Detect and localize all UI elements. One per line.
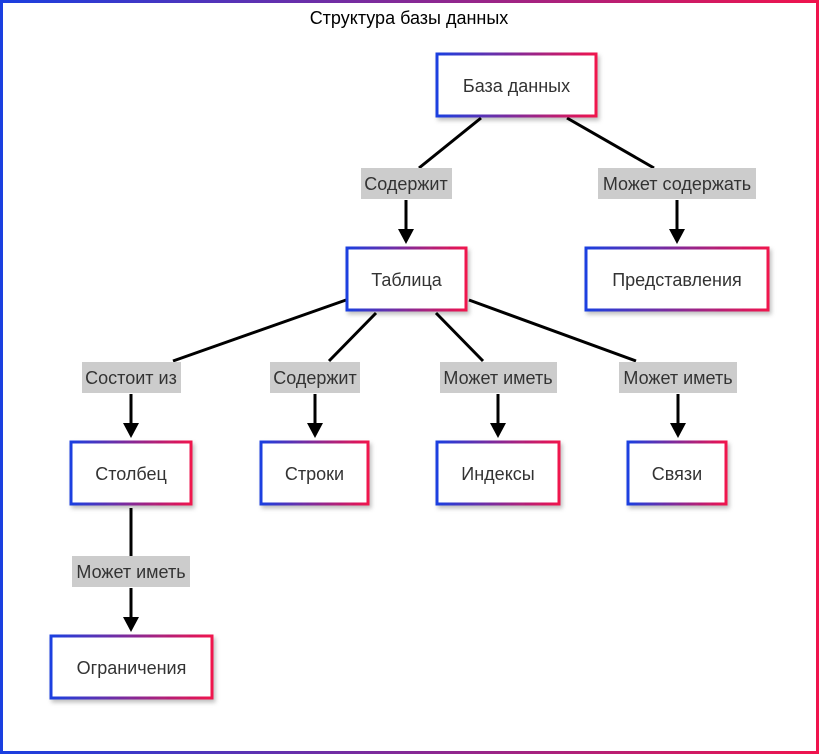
node-table[interactable]: Таблица <box>345 246 468 312</box>
edge-label-bg <box>270 362 360 393</box>
arrowhead-column <box>123 423 139 438</box>
node-box <box>435 440 561 506</box>
node-label: Таблица <box>371 270 443 290</box>
arrowhead-constraints <box>123 617 139 632</box>
node-label: Строки <box>285 464 344 484</box>
edge-label-text: Содержит <box>273 368 356 388</box>
edge-label-text: Может иметь <box>443 368 552 388</box>
edge-lines <box>129 116 680 618</box>
arrowhead-relations <box>670 423 686 438</box>
edge-line-table-relations <box>468 298 637 363</box>
node-box <box>584 246 770 312</box>
node-indexes[interactable]: Индексы <box>435 440 561 506</box>
node-label: Столбец <box>95 464 167 484</box>
edge-label-text: Может иметь <box>623 368 732 388</box>
node-label: Ограничения <box>77 658 187 678</box>
arrowhead-views <box>669 229 685 244</box>
node-box <box>259 440 370 506</box>
edge-line-table-indexes <box>434 311 485 363</box>
edge-label-column-constraints: Может иметь <box>72 556 190 587</box>
node-relations[interactable]: Связи <box>626 440 728 506</box>
edge-label-bg <box>72 556 190 587</box>
edge-label-bg <box>619 362 737 393</box>
node-label: База данных <box>463 76 570 96</box>
edge-label-text: Содержит <box>364 174 447 194</box>
node-box <box>626 440 728 506</box>
edge-label-text: Может содержать <box>603 174 751 194</box>
arrowheads <box>123 229 686 632</box>
edge-label-text: Состоит из <box>85 368 177 388</box>
node-label: Индексы <box>461 464 534 484</box>
edge-label-text: Может иметь <box>76 562 185 582</box>
edge-label-bg <box>361 168 452 199</box>
edge-label-table-column: Состоит из <box>82 362 181 393</box>
edge-label-table-indexes: Может иметь <box>440 362 557 393</box>
node-label: Связи <box>652 464 702 484</box>
arrowhead-indexes <box>490 423 506 438</box>
node-box <box>49 634 214 700</box>
edge-label-table-rows: Содержит <box>270 362 360 393</box>
edge-line-table-rows <box>327 311 378 363</box>
edge-label-table-relations: Может иметь <box>619 362 737 393</box>
node-box <box>435 52 598 118</box>
edge-label-db-views: Может содержать <box>598 168 756 199</box>
edge-label-bg <box>82 362 181 393</box>
edge-label-db-table: Содержит <box>361 168 452 199</box>
node-database[interactable]: База данных <box>435 52 598 118</box>
node-box <box>345 246 468 312</box>
arrowhead-rows <box>307 423 323 438</box>
edge-line-table-column <box>172 298 347 363</box>
node-column[interactable]: Столбец <box>69 440 193 506</box>
edge-label-bg <box>440 362 557 393</box>
diagram-title: Структура базы данных <box>310 8 509 28</box>
edge-line-db-table <box>418 116 482 170</box>
node-rows[interactable]: Строки <box>259 440 370 506</box>
node-label: Представления <box>612 270 742 290</box>
node-constraints[interactable]: Ограничения <box>49 634 214 700</box>
arrowhead-table <box>398 229 414 244</box>
edge-line-db-views <box>566 116 655 170</box>
node-box <box>69 440 193 506</box>
node-views[interactable]: Представления <box>584 246 770 312</box>
edge-label-bg <box>598 168 756 199</box>
